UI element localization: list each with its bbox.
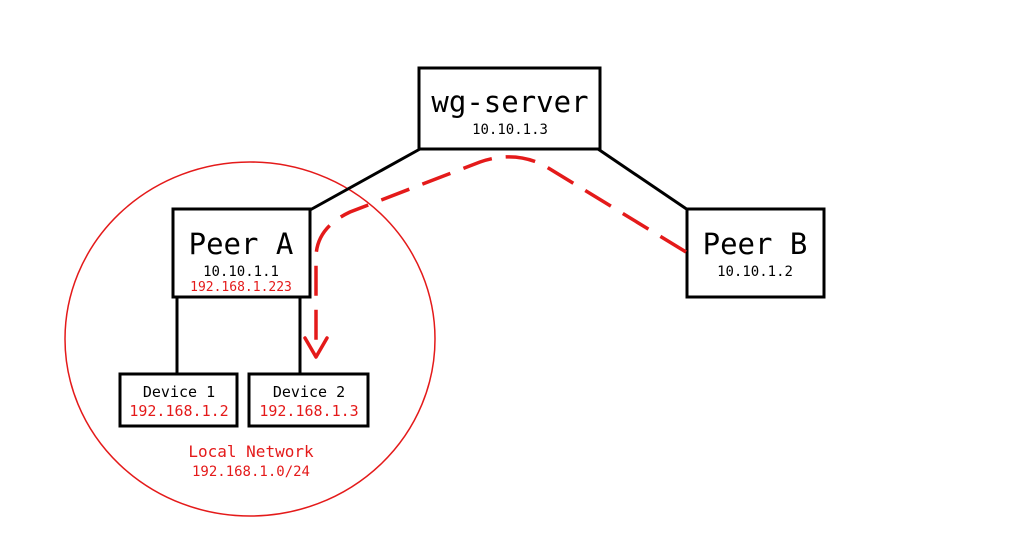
peer-a-ip: 10.10.1.1 (203, 264, 279, 280)
traffic-route-dashed (314, 155, 687, 354)
peer-b-ip: 10.10.1.2 (717, 264, 793, 280)
link-server-peer-a (309, 147, 421, 212)
device-2-lan-ip: 192.168.1.3 (259, 402, 358, 420)
device-2-box (247, 372, 370, 428)
wg-server-name: wg-server (431, 85, 588, 119)
local-network-label: Local Network (188, 442, 314, 461)
peer-b-box (685, 207, 826, 299)
route-arrowhead-icon (303, 336, 329, 359)
link-server-peer-b (597, 147, 689, 212)
wg-server-ip: 10.10.1.3 (472, 122, 548, 138)
device-1-name: Device 1 (143, 383, 215, 401)
peer-a-box (171, 207, 312, 299)
local-network-circle (64, 161, 436, 517)
peer-a-lan-ip: 192.168.1.223 (190, 280, 292, 295)
device-1-lan-ip: 192.168.1.2 (129, 402, 228, 420)
local-network-subnet: 192.168.1.0/24 (192, 464, 310, 480)
peer-b-name: Peer B (703, 227, 808, 261)
wg-server-box (417, 66, 602, 151)
peer-a-name: Peer A (189, 227, 294, 261)
device-2-name: Device 2 (273, 383, 345, 401)
device-1-box (118, 372, 239, 428)
